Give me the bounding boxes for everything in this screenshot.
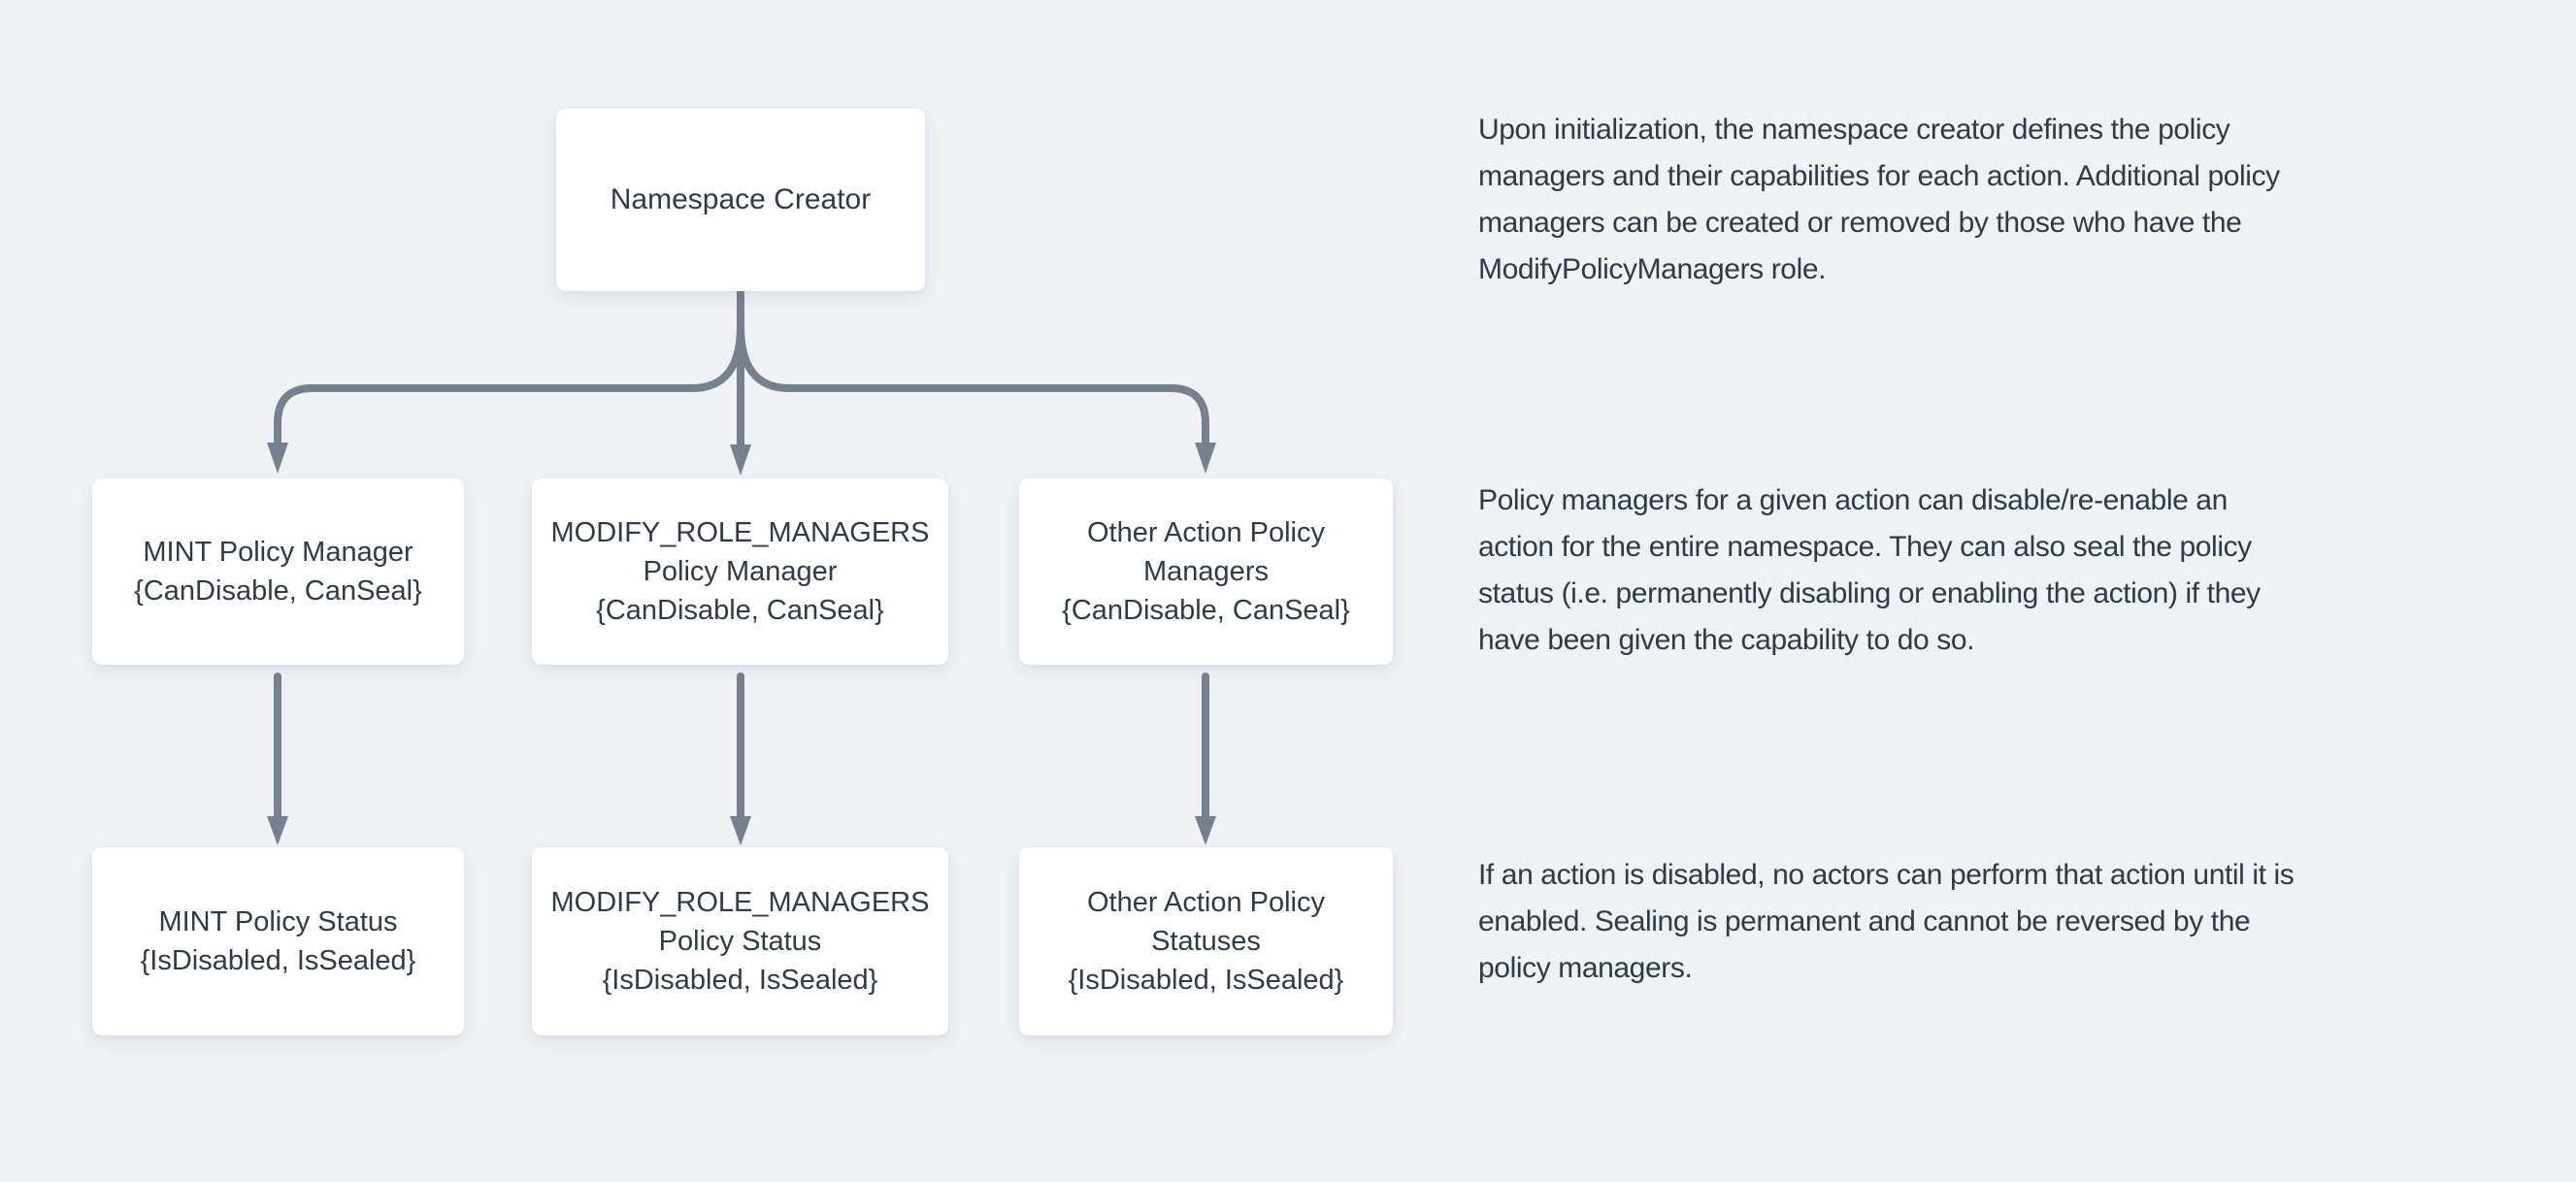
node-status-flags: {IsDisabled, IsSealed} xyxy=(602,965,878,996)
node-modify-role-managers-policy-status: MODIFY_ROLE_MANAGERS Policy Status {IsDi… xyxy=(532,847,948,1035)
annotation-line: managers and their capabilities for each… xyxy=(1478,160,2280,192)
node-capabilities: {CanDisable, CanSeal} xyxy=(134,575,422,607)
node-capabilities: {CanDisable, CanSeal} xyxy=(1062,595,1350,626)
node-mint-policy-manager: MINT Policy Manager {CanDisable, CanSeal… xyxy=(92,478,464,665)
node-modify-role-managers-policy-manager: MODIFY_ROLE_MANAGERS Policy Manager {Can… xyxy=(532,478,948,665)
node-status-flags: {IsDisabled, IsSealed} xyxy=(1068,965,1344,996)
node-title: MODIFY_ROLE_MANAGERS Policy Manager xyxy=(550,517,930,587)
node-title: Other Action Policy Managers xyxy=(1087,517,1325,587)
node-title: Namespace Creator xyxy=(610,183,872,215)
annotation-line: If an action is disabled, no actors can … xyxy=(1478,859,2295,891)
node-other-action-policy-managers: Other Action Policy Managers {CanDisable… xyxy=(1019,478,1393,665)
annotation-line: enabled. Sealing is permanent and cannot… xyxy=(1478,905,2251,937)
annotation-disable-seal: Policy managers for a given action can d… xyxy=(1478,477,2261,664)
node-title: MODIFY_ROLE_MANAGERS Policy Status xyxy=(550,887,930,957)
arrowhead-icon xyxy=(730,444,751,476)
annotation-line: managers can be created or removed by th… xyxy=(1478,207,2242,239)
connector-root-to-mint-manager xyxy=(274,322,744,446)
annotation-line: ModifyPolicyManagers role. xyxy=(1478,253,1827,285)
annotation-line: action for the entire namespace. They ca… xyxy=(1478,531,2252,563)
annotation-line: policy managers. xyxy=(1478,952,1693,984)
annotation-line: have been given the capability to do so. xyxy=(1478,624,1975,656)
arrowhead-icon xyxy=(1195,816,1216,845)
arrowhead-icon xyxy=(730,816,751,845)
annotation-disabled-effect: If an action is disabled, no actors can … xyxy=(1478,852,2295,992)
node-title: MINT Policy Status xyxy=(158,906,398,937)
node-status-flags: {IsDisabled, IsSealed} xyxy=(140,945,416,976)
arrowhead-icon xyxy=(267,816,288,845)
arrowhead-icon xyxy=(1195,443,1216,474)
node-namespace-creator: Namespace Creator xyxy=(556,109,925,291)
arrowhead-icon xyxy=(267,443,288,474)
node-capabilities: {CanDisable, CanSeal} xyxy=(596,595,884,626)
node-other-action-policy-statuses: Other Action Policy Statuses {IsDisabled… xyxy=(1019,847,1393,1035)
node-title: MINT Policy Manager xyxy=(143,537,413,568)
node-mint-policy-status: MINT Policy Status {IsDisabled, IsSealed… xyxy=(92,847,464,1035)
annotation-initialization: Upon initialization, the namespace creat… xyxy=(1478,107,2280,293)
annotation-line: Policy managers for a given action can d… xyxy=(1478,484,2228,516)
annotation-line: Upon initialization, the namespace creat… xyxy=(1478,114,2230,146)
node-title: Other Action Policy Statuses xyxy=(1087,887,1325,957)
connector-root-to-other-manager xyxy=(737,322,1209,446)
annotation-line: status (i.e. permanently disabling or en… xyxy=(1478,577,2261,609)
